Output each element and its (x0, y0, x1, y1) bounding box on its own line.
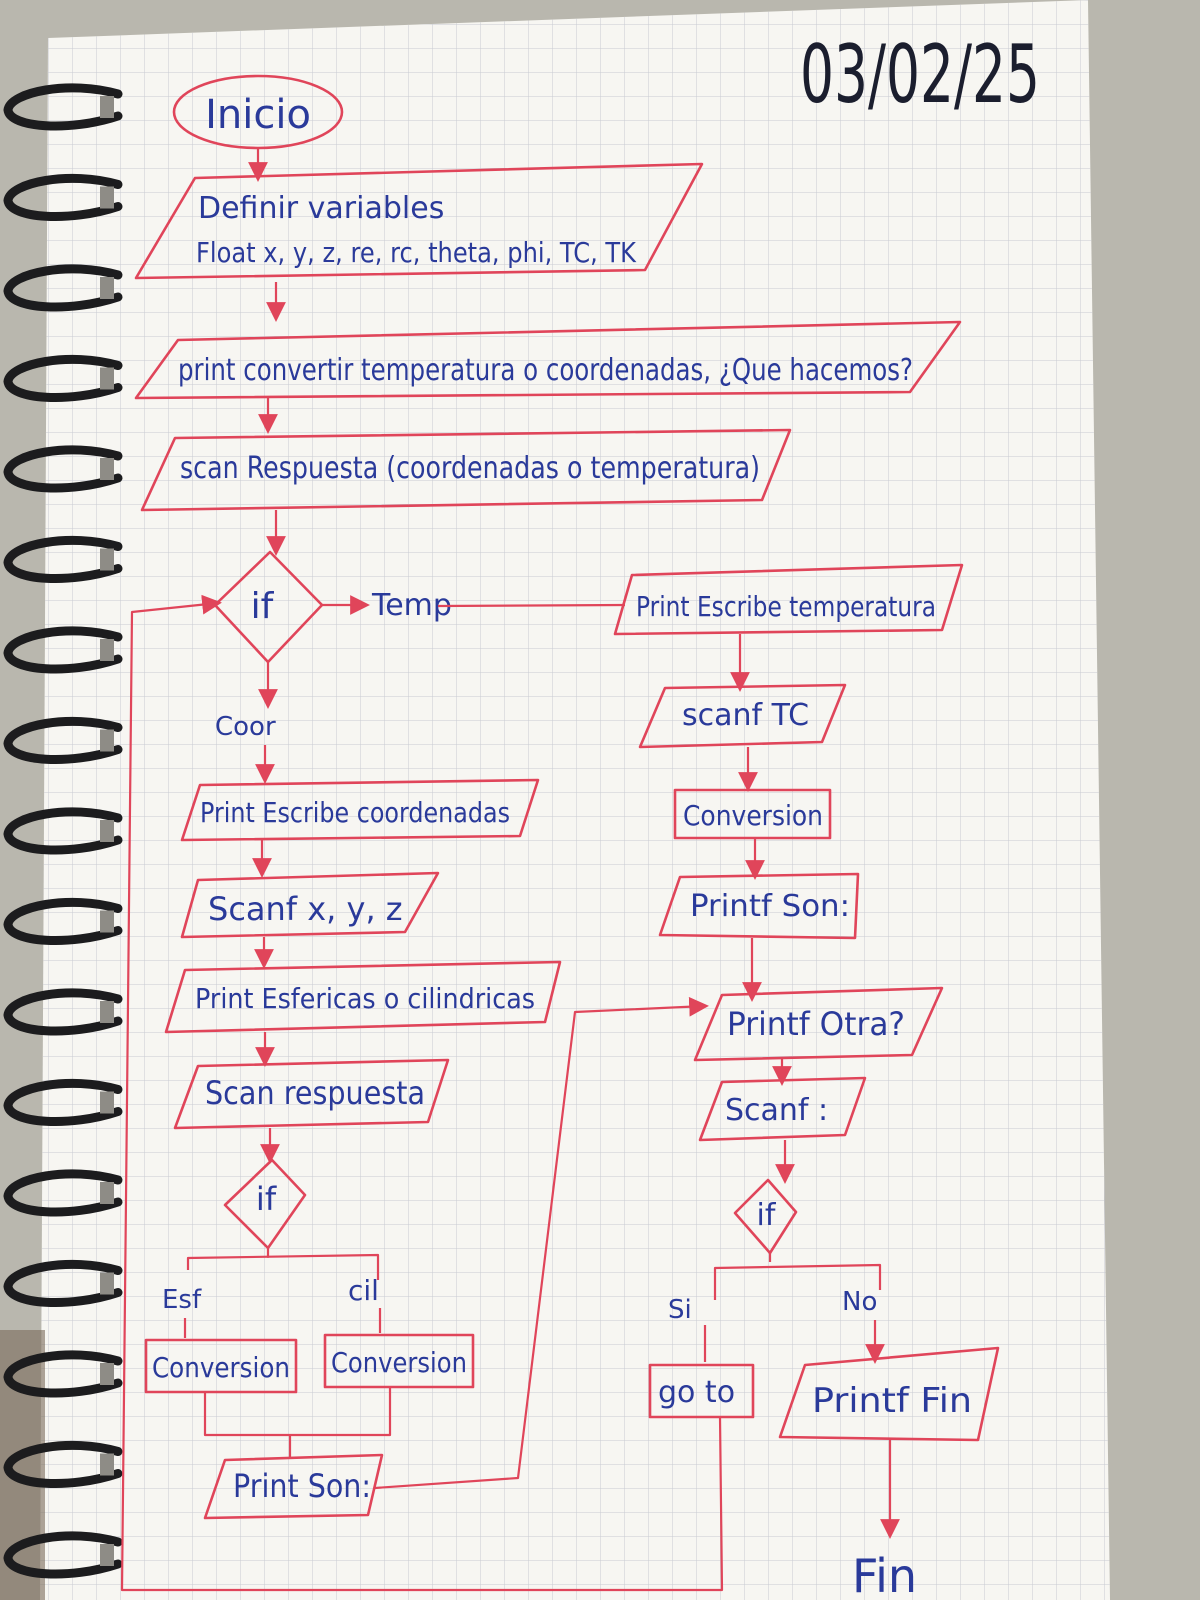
branch-si-label: Si (668, 1295, 692, 1325)
branch-no-label: No (842, 1287, 877, 1317)
scan-response-2-label: Scan respuesta (205, 1074, 425, 1112)
binding-hole (100, 729, 114, 752)
scanf-tc-box (638, 683, 847, 749)
goto-label: go to (658, 1375, 735, 1410)
binding-hole (100, 548, 114, 571)
spiral-ring (3, 445, 123, 493)
binding-hole (100, 1544, 114, 1566)
binding-hole (100, 458, 114, 480)
binding-hole (100, 1182, 114, 1204)
conversion-cil-box (323, 1333, 475, 1389)
spiral-ring (3, 1440, 123, 1489)
spiral-ring (3, 354, 123, 403)
binding-hole (100, 1272, 114, 1295)
print-coordinates-box (180, 778, 540, 842)
conversion-temp-label: Conversion (683, 799, 823, 832)
conversion-esf-box (144, 1338, 298, 1394)
spiral-ring (3, 807, 123, 855)
decision-3-label: if (757, 1198, 777, 1233)
define-variables-list: Float x, y, z, re, rc, theta, phi, TC, T… (196, 236, 637, 269)
conversion-cil-label: Conversion (331, 1346, 467, 1379)
decision-2-label: if (256, 1180, 277, 1218)
binding-hole (100, 1363, 114, 1385)
scan-response-2-box (173, 1058, 450, 1130)
spiral-ring (3, 1169, 123, 1217)
print-son-left-label: Print Son: (233, 1467, 371, 1505)
spiral-ring (3, 83, 123, 131)
flow-loop-back-to-if (120, 594, 724, 1592)
print-temperature-box (613, 563, 964, 636)
end-label: Fin (852, 1549, 917, 1600)
scan-response-label: scan Respuesta (coordenadas o temperatur… (180, 451, 760, 486)
printf-fin-label: Printf Fin (812, 1381, 972, 1421)
binding-hole (100, 639, 114, 661)
binding-hole (100, 1453, 114, 1476)
binding-hole (100, 910, 114, 933)
scan-response-box (140, 428, 792, 512)
binding-hole (100, 1091, 114, 1114)
branch-cil-label: cil (348, 1274, 379, 1307)
spiral-ring (3, 264, 123, 312)
branch-esf-label: Esf (162, 1285, 202, 1315)
spiral-ring (3, 1531, 123, 1579)
spiral-ring (3, 1259, 123, 1308)
printf-son-right-label: Printf Son: (690, 889, 850, 924)
define-variables-title: Definir variables (198, 191, 444, 226)
print-esf-cil-box (164, 960, 562, 1034)
print-menu-box (134, 320, 962, 400)
scanf-tc-label: scanf TC (682, 698, 809, 733)
binding-hole (100, 820, 114, 842)
scanf-other-label: Scanf : (725, 1093, 828, 1128)
printf-fin-box (778, 1346, 1000, 1442)
start-label: Inicio (205, 92, 311, 138)
scanf-xyz-box (180, 871, 440, 939)
spiral-ring (3, 173, 123, 222)
printf-other-box (693, 986, 944, 1062)
printf-son-right-box (658, 872, 860, 940)
spiral-ring (3, 535, 123, 584)
binding-hole (100, 367, 114, 390)
flow-if2-split (186, 1248, 380, 1280)
branch-coor-label: Coor (215, 712, 276, 742)
spiral-ring (3, 716, 123, 765)
flow-if3-split (713, 1253, 882, 1300)
print-son-left-box (203, 1453, 384, 1520)
spiral-ring (3, 626, 123, 674)
binding-hole (100, 277, 114, 299)
flow-convs-merge (203, 1387, 392, 1458)
flow-son-to-otra (374, 996, 709, 1490)
scanf-other-box (698, 1076, 867, 1142)
define-variables-box (134, 162, 704, 280)
spiral-ring (3, 897, 123, 946)
print-temperature-label: Print Escribe temperatura (636, 590, 936, 623)
print-menu-label: print convertir temperatura o coordenada… (178, 353, 913, 388)
spiral-ring (3, 1078, 123, 1127)
spiral-ring (3, 1350, 123, 1398)
spiral-binding (3, 83, 123, 1579)
decision-1-label: if (251, 586, 275, 627)
conversion-esf-label: Conversion (152, 1351, 290, 1384)
spiral-ring (3, 988, 123, 1036)
print-esf-cil-label: Print Esfericas o cilindricas (195, 982, 535, 1015)
goto-box (648, 1363, 755, 1419)
binding-hole (100, 1001, 114, 1023)
printf-other-label: Printf Otra? (727, 1005, 905, 1043)
binding-hole (100, 186, 114, 209)
flow-temp-to-print-temp (437, 603, 626, 608)
scanf-xyz-label: Scanf x, y, z (208, 890, 403, 928)
print-coordinates-label: Print Escribe coordenadas (200, 796, 510, 829)
date-label: 03/02/25 (800, 28, 1040, 121)
binding-hole (100, 96, 114, 118)
